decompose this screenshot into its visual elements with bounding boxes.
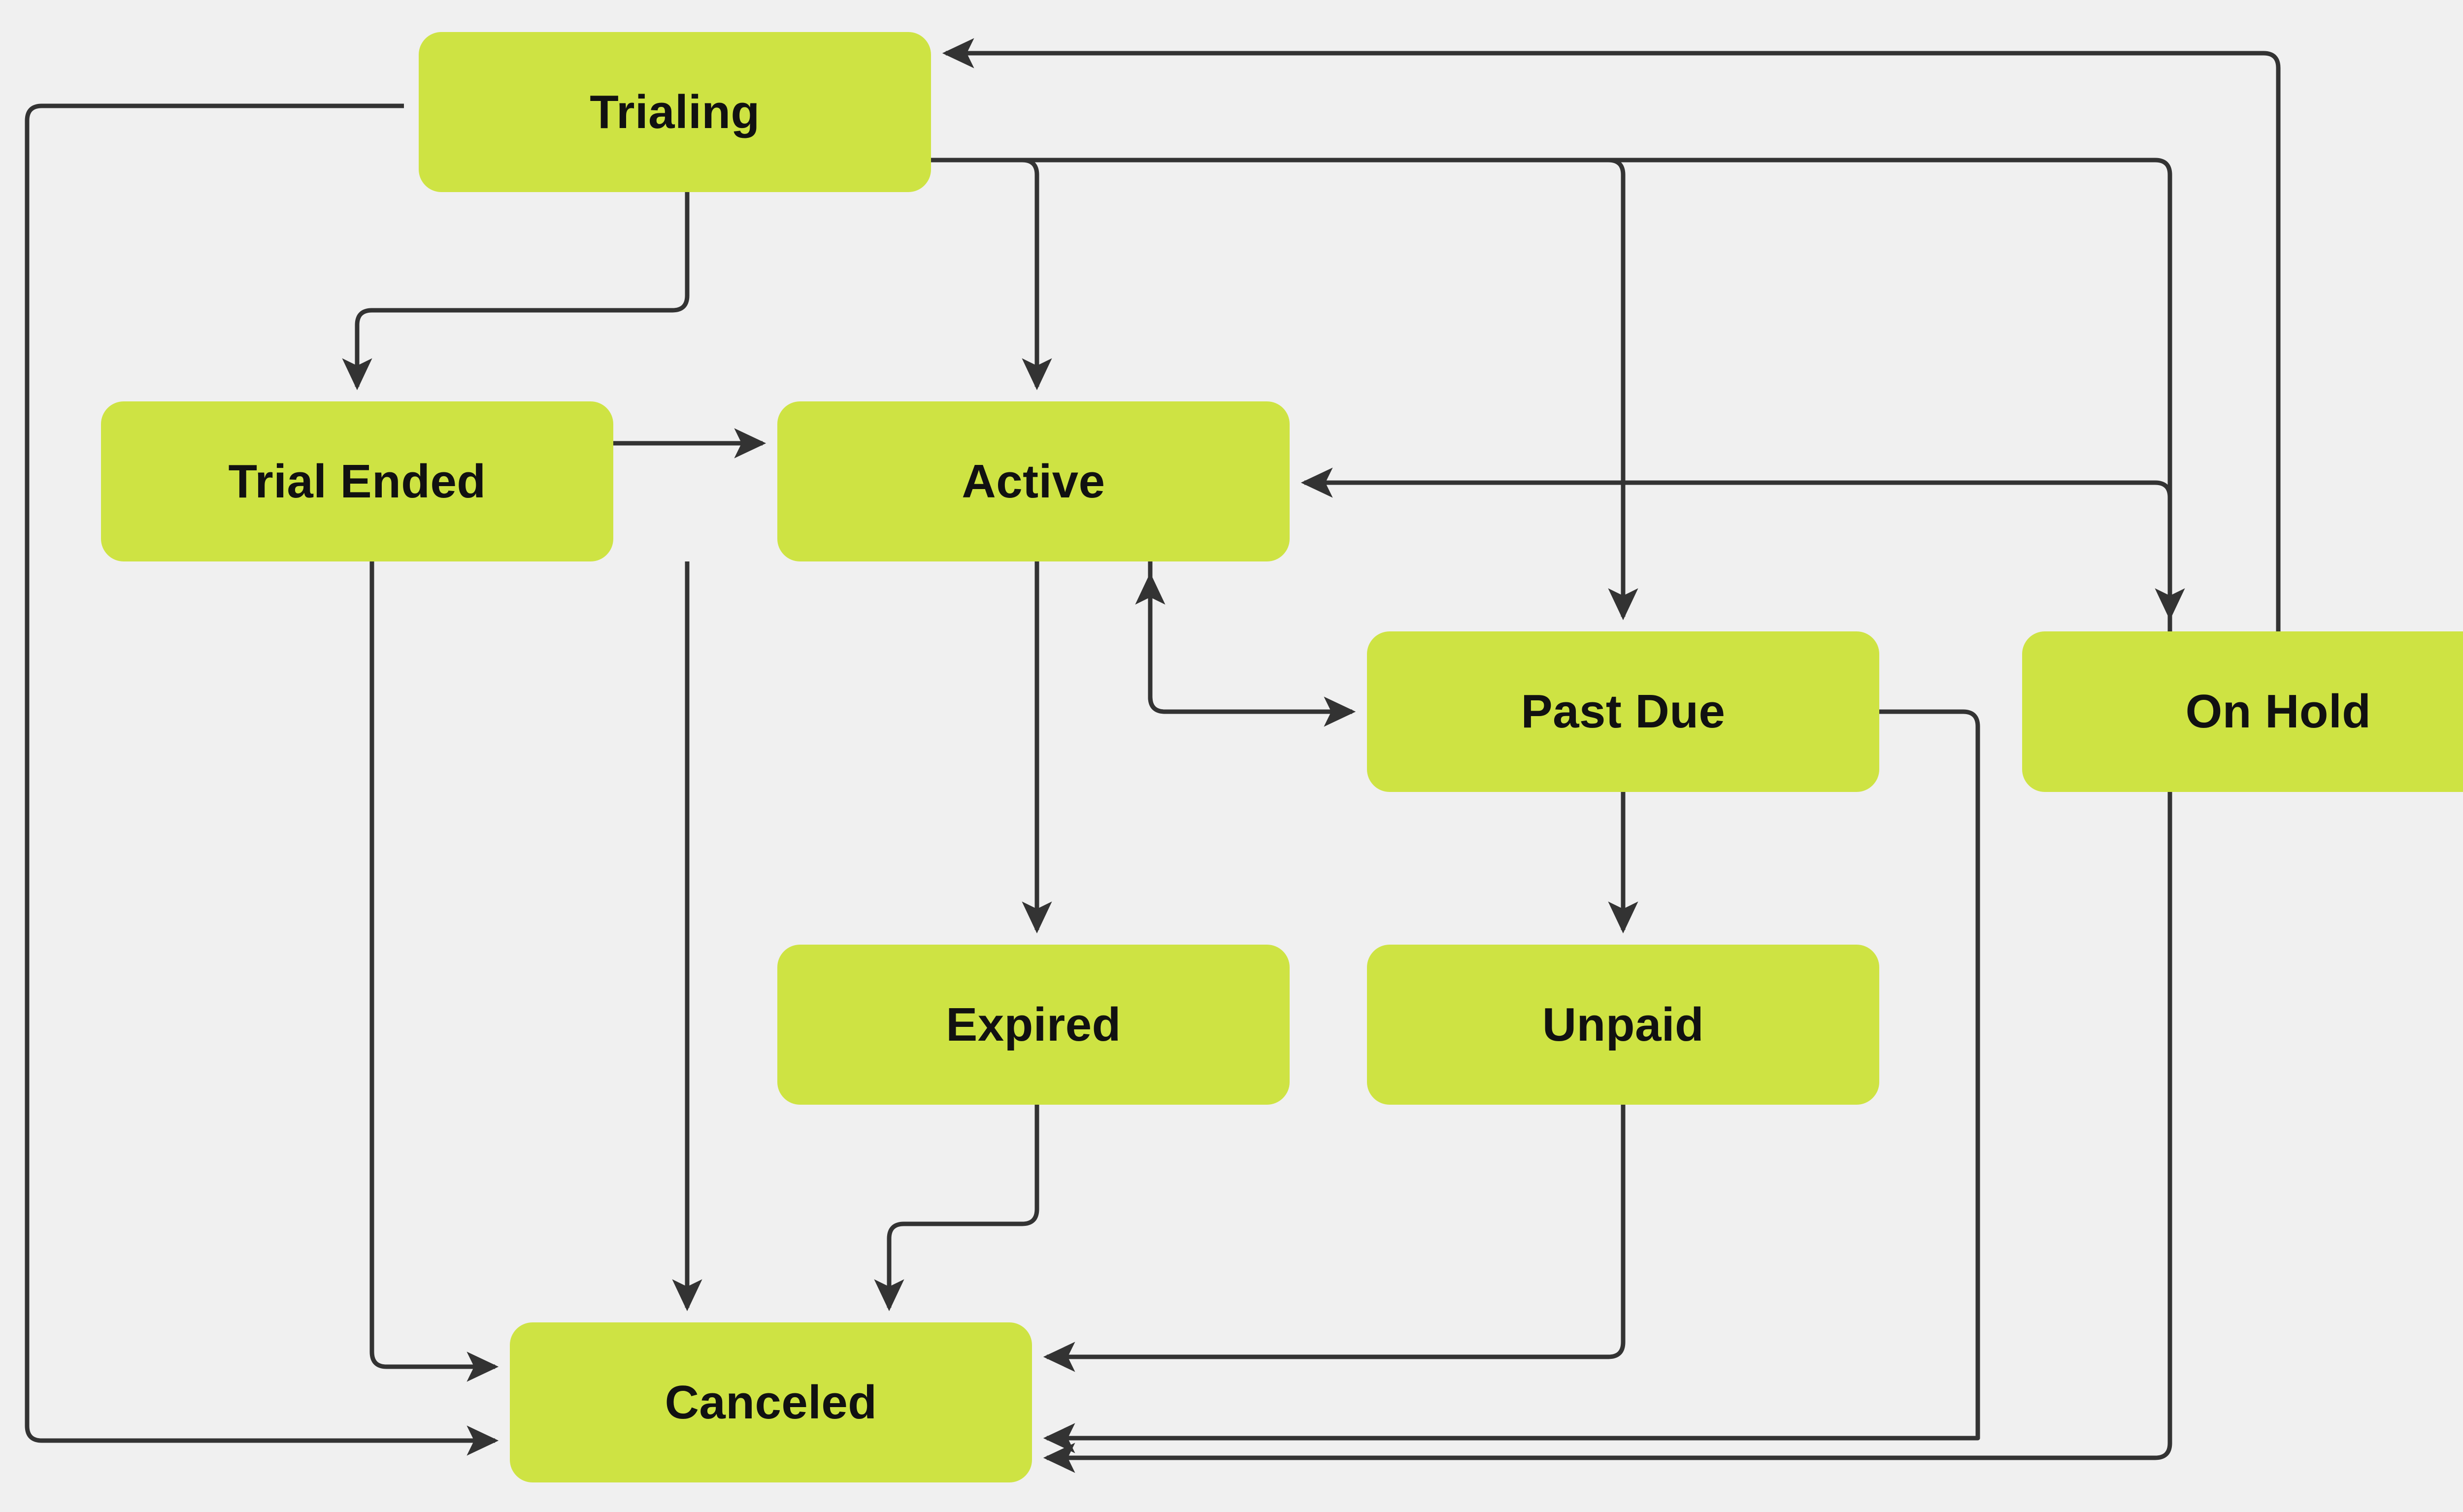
edge-trialing-to-canceled <box>25 103 499 1456</box>
state-node-expired[interactable]: Expired <box>777 945 1290 1105</box>
edge-past-due-to-canceled <box>1043 709 1980 1453</box>
state-node-label: Active <box>962 455 1105 508</box>
edge-trialing-to-trial-ended <box>342 192 690 391</box>
state-node-label: Trial Ended <box>228 455 486 508</box>
state-node-label: Past Due <box>1521 685 1726 738</box>
state-node-label: Trialing <box>590 85 760 138</box>
state-node-canceled[interactable]: Canceled <box>510 1322 1032 1482</box>
state-node-label: Expired <box>946 998 1121 1051</box>
edge-trialing-to-on-hold <box>931 158 2185 621</box>
edge-expired-to-canceled <box>874 1105 1039 1312</box>
state-node-past_due[interactable]: Past Due <box>1367 631 1879 792</box>
edge-on-hold-to-trialing <box>942 38 2281 631</box>
edge-past-due-to-active <box>1135 572 1352 714</box>
state-node-on_hold[interactable]: On Hold <box>2022 631 2463 792</box>
edge-unpaid-to-canceled <box>1043 1105 1626 1372</box>
state-node-label: Canceled <box>665 1376 877 1429</box>
edge-active-to-past-due <box>1148 561 1356 727</box>
edge-trialing-to-active <box>931 158 1052 391</box>
state-node-trial_ended[interactable]: Trial Ended <box>101 401 613 561</box>
edge-on-hold-to-active <box>1043 792 2172 1473</box>
edge-on-hold-to-active-return <box>1300 467 2172 631</box>
state-node-trialing[interactable]: Trialing <box>419 32 931 192</box>
state-node-unpaid[interactable]: Unpaid <box>1367 945 1879 1105</box>
state-node-label: On Hold <box>2185 685 2371 738</box>
state-node-active[interactable]: Active <box>777 401 1290 561</box>
state-node-label: Unpaid <box>1542 998 1704 1051</box>
edge-trial-ended-to-canceled <box>369 561 499 1382</box>
